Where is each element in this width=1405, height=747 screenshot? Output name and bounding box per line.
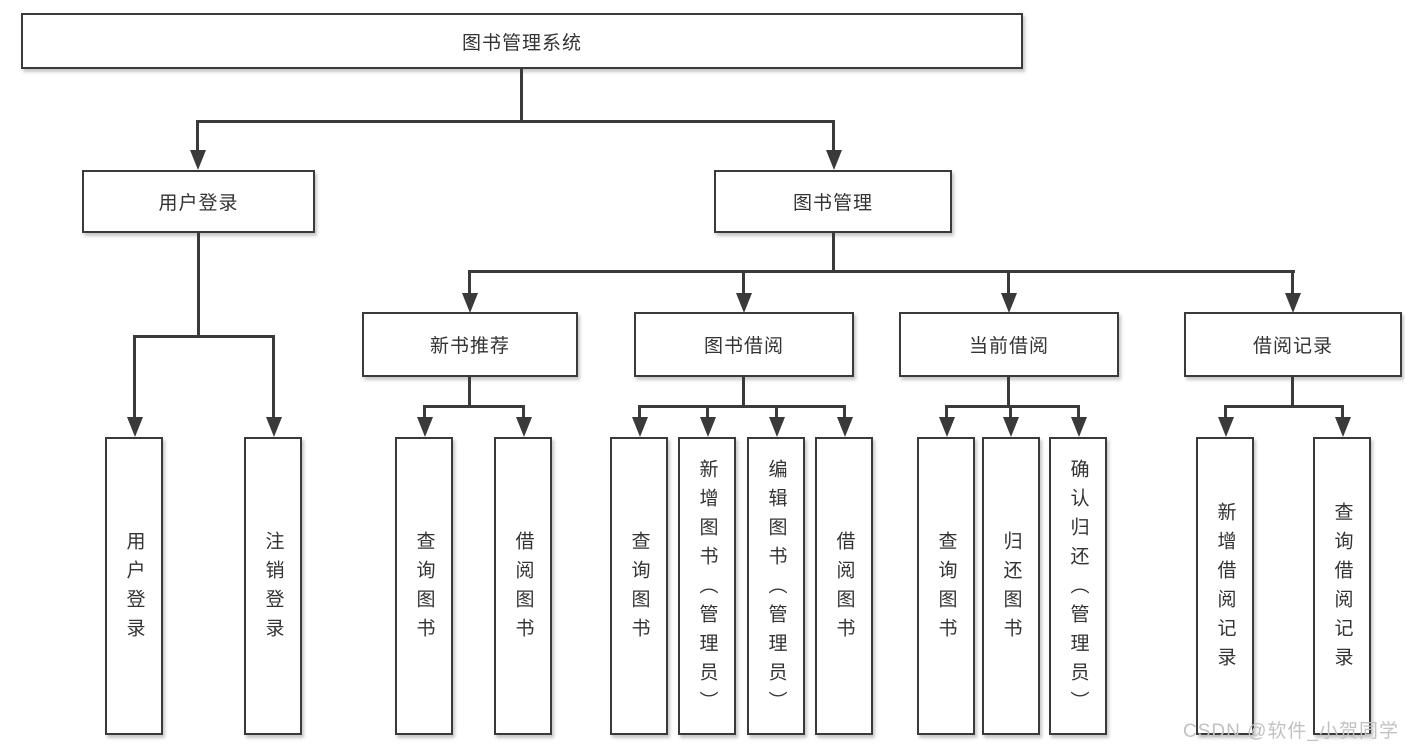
connector-arrow-cu-confirm: [1070, 405, 1087, 437]
leaf-nb-borrow-books: 借阅图书: [494, 437, 552, 735]
connector-user-login-rail: [133, 335, 275, 338]
leaf-bw-borrow-books: 借阅图书: [815, 437, 873, 735]
connector-arrow-book-management: [825, 120, 842, 170]
node-root-system: 图书管理系统: [21, 13, 1023, 69]
csdn-watermark: CSDN @软件_小贺同学: [1183, 721, 1399, 742]
connector-user-login-stub: [197, 233, 200, 338]
leaf-bw-query-books: 查询图书: [610, 437, 668, 735]
connector-current-stub: [1007, 377, 1010, 408]
connector-new-books-rail: [423, 405, 525, 408]
node-user-login-label: 用户登录: [158, 193, 239, 214]
leaf-cu-query-books: 查询图书: [917, 437, 975, 735]
leaf-bw-borrow-books-label: 借阅图书: [833, 531, 855, 647]
connector-current-rail: [945, 405, 1080, 408]
node-borrow-records: 借阅记录: [1184, 312, 1402, 377]
connector-arrow-cu-return: [1002, 405, 1019, 437]
node-book-management: 图书管理: [714, 170, 952, 233]
leaf-rc-query-record-label: 查询借阅记录: [1331, 502, 1353, 676]
connector-arrow-records: [1284, 270, 1301, 313]
leaf-cu-confirm-return-admin: 确认归还（管理员）: [1049, 437, 1107, 735]
node-borrow-records-label: 借阅记录: [1252, 336, 1333, 357]
node-borrowing-label: 图书借阅: [703, 336, 784, 357]
connector-arrow-bw-query: [631, 405, 648, 437]
connector-borrowing-rail: [638, 405, 846, 408]
connector-records-stub: [1291, 377, 1294, 408]
connector-arrow-bw-borrow: [836, 405, 853, 437]
connector-records-rail: [1224, 405, 1344, 408]
leaf-cu-confirm-return-admin-label: 确认归还（管理员）: [1067, 458, 1089, 720]
leaf-cu-query-books-label: 查询图书: [935, 531, 957, 647]
connector-root-rail: [197, 120, 835, 123]
connector-arrow-logout: [265, 335, 282, 437]
connector-new-books-stub: [468, 377, 471, 408]
connector-root-stub: [520, 69, 523, 122]
connector-book-management-rail: [469, 270, 1295, 273]
leaf-user-login: 用户登录: [105, 437, 163, 735]
leaf-bw-add-books-admin: 新增图书（管理员）: [678, 437, 736, 735]
node-borrowing: 图书借阅: [634, 312, 854, 377]
connector-arrow-user-login: [189, 120, 206, 170]
node-user-login: 用户登录: [82, 170, 315, 233]
leaf-cu-return-books: 归还图书: [982, 437, 1040, 735]
leaf-logout: 注销登录: [244, 437, 302, 735]
leaf-rc-add-record: 新增借阅记录: [1196, 437, 1254, 735]
leaf-bw-query-books-label: 查询图书: [628, 531, 650, 647]
leaf-cu-return-books-label: 归还图书: [1000, 531, 1022, 647]
leaf-rc-query-record: 查询借阅记录: [1313, 437, 1371, 735]
node-current-borrow: 当前借阅: [899, 312, 1119, 377]
connector-arrow-nb-borrow: [515, 405, 532, 437]
node-new-books: 新书推荐: [362, 312, 578, 377]
leaf-nb-borrow-books-label: 借阅图书: [512, 531, 534, 647]
leaf-nb-query-books-label: 查询图书: [413, 531, 435, 647]
node-book-management-label: 图书管理: [792, 193, 873, 214]
connector-arrow-nb-query: [416, 405, 433, 437]
leaf-bw-edit-books-admin: 编辑图书（管理员）: [747, 437, 805, 735]
leaf-user-login-label: 用户登录: [123, 531, 145, 647]
connector-arrow-login: [126, 335, 143, 437]
leaf-nb-query-books: 查询图书: [395, 437, 453, 735]
connector-arrow-cu-query: [938, 405, 955, 437]
leaf-bw-edit-books-admin-label: 编辑图书（管理员）: [765, 458, 787, 720]
node-new-books-label: 新书推荐: [429, 336, 510, 357]
node-current-borrow-label: 当前借阅: [968, 336, 1049, 357]
connector-arrow-borrowing: [735, 270, 752, 313]
leaf-bw-add-books-admin-label: 新增图书（管理员）: [696, 458, 718, 720]
connector-arrow-current: [1000, 270, 1017, 313]
connector-arrow-rc-query: [1334, 405, 1351, 437]
connector-book-management-stub: [832, 233, 835, 273]
leaf-logout-label: 注销登录: [262, 531, 284, 647]
connector-arrow-rc-add: [1217, 405, 1234, 437]
connector-arrow-bw-edit: [768, 405, 785, 437]
connector-borrowing-stub: [742, 377, 745, 408]
connector-arrow-bw-add: [699, 405, 716, 437]
node-root-label: 图书管理系统: [461, 32, 582, 54]
leaf-rc-add-record-label: 新增借阅记录: [1214, 502, 1236, 676]
connector-arrow-new-books: [461, 270, 478, 313]
